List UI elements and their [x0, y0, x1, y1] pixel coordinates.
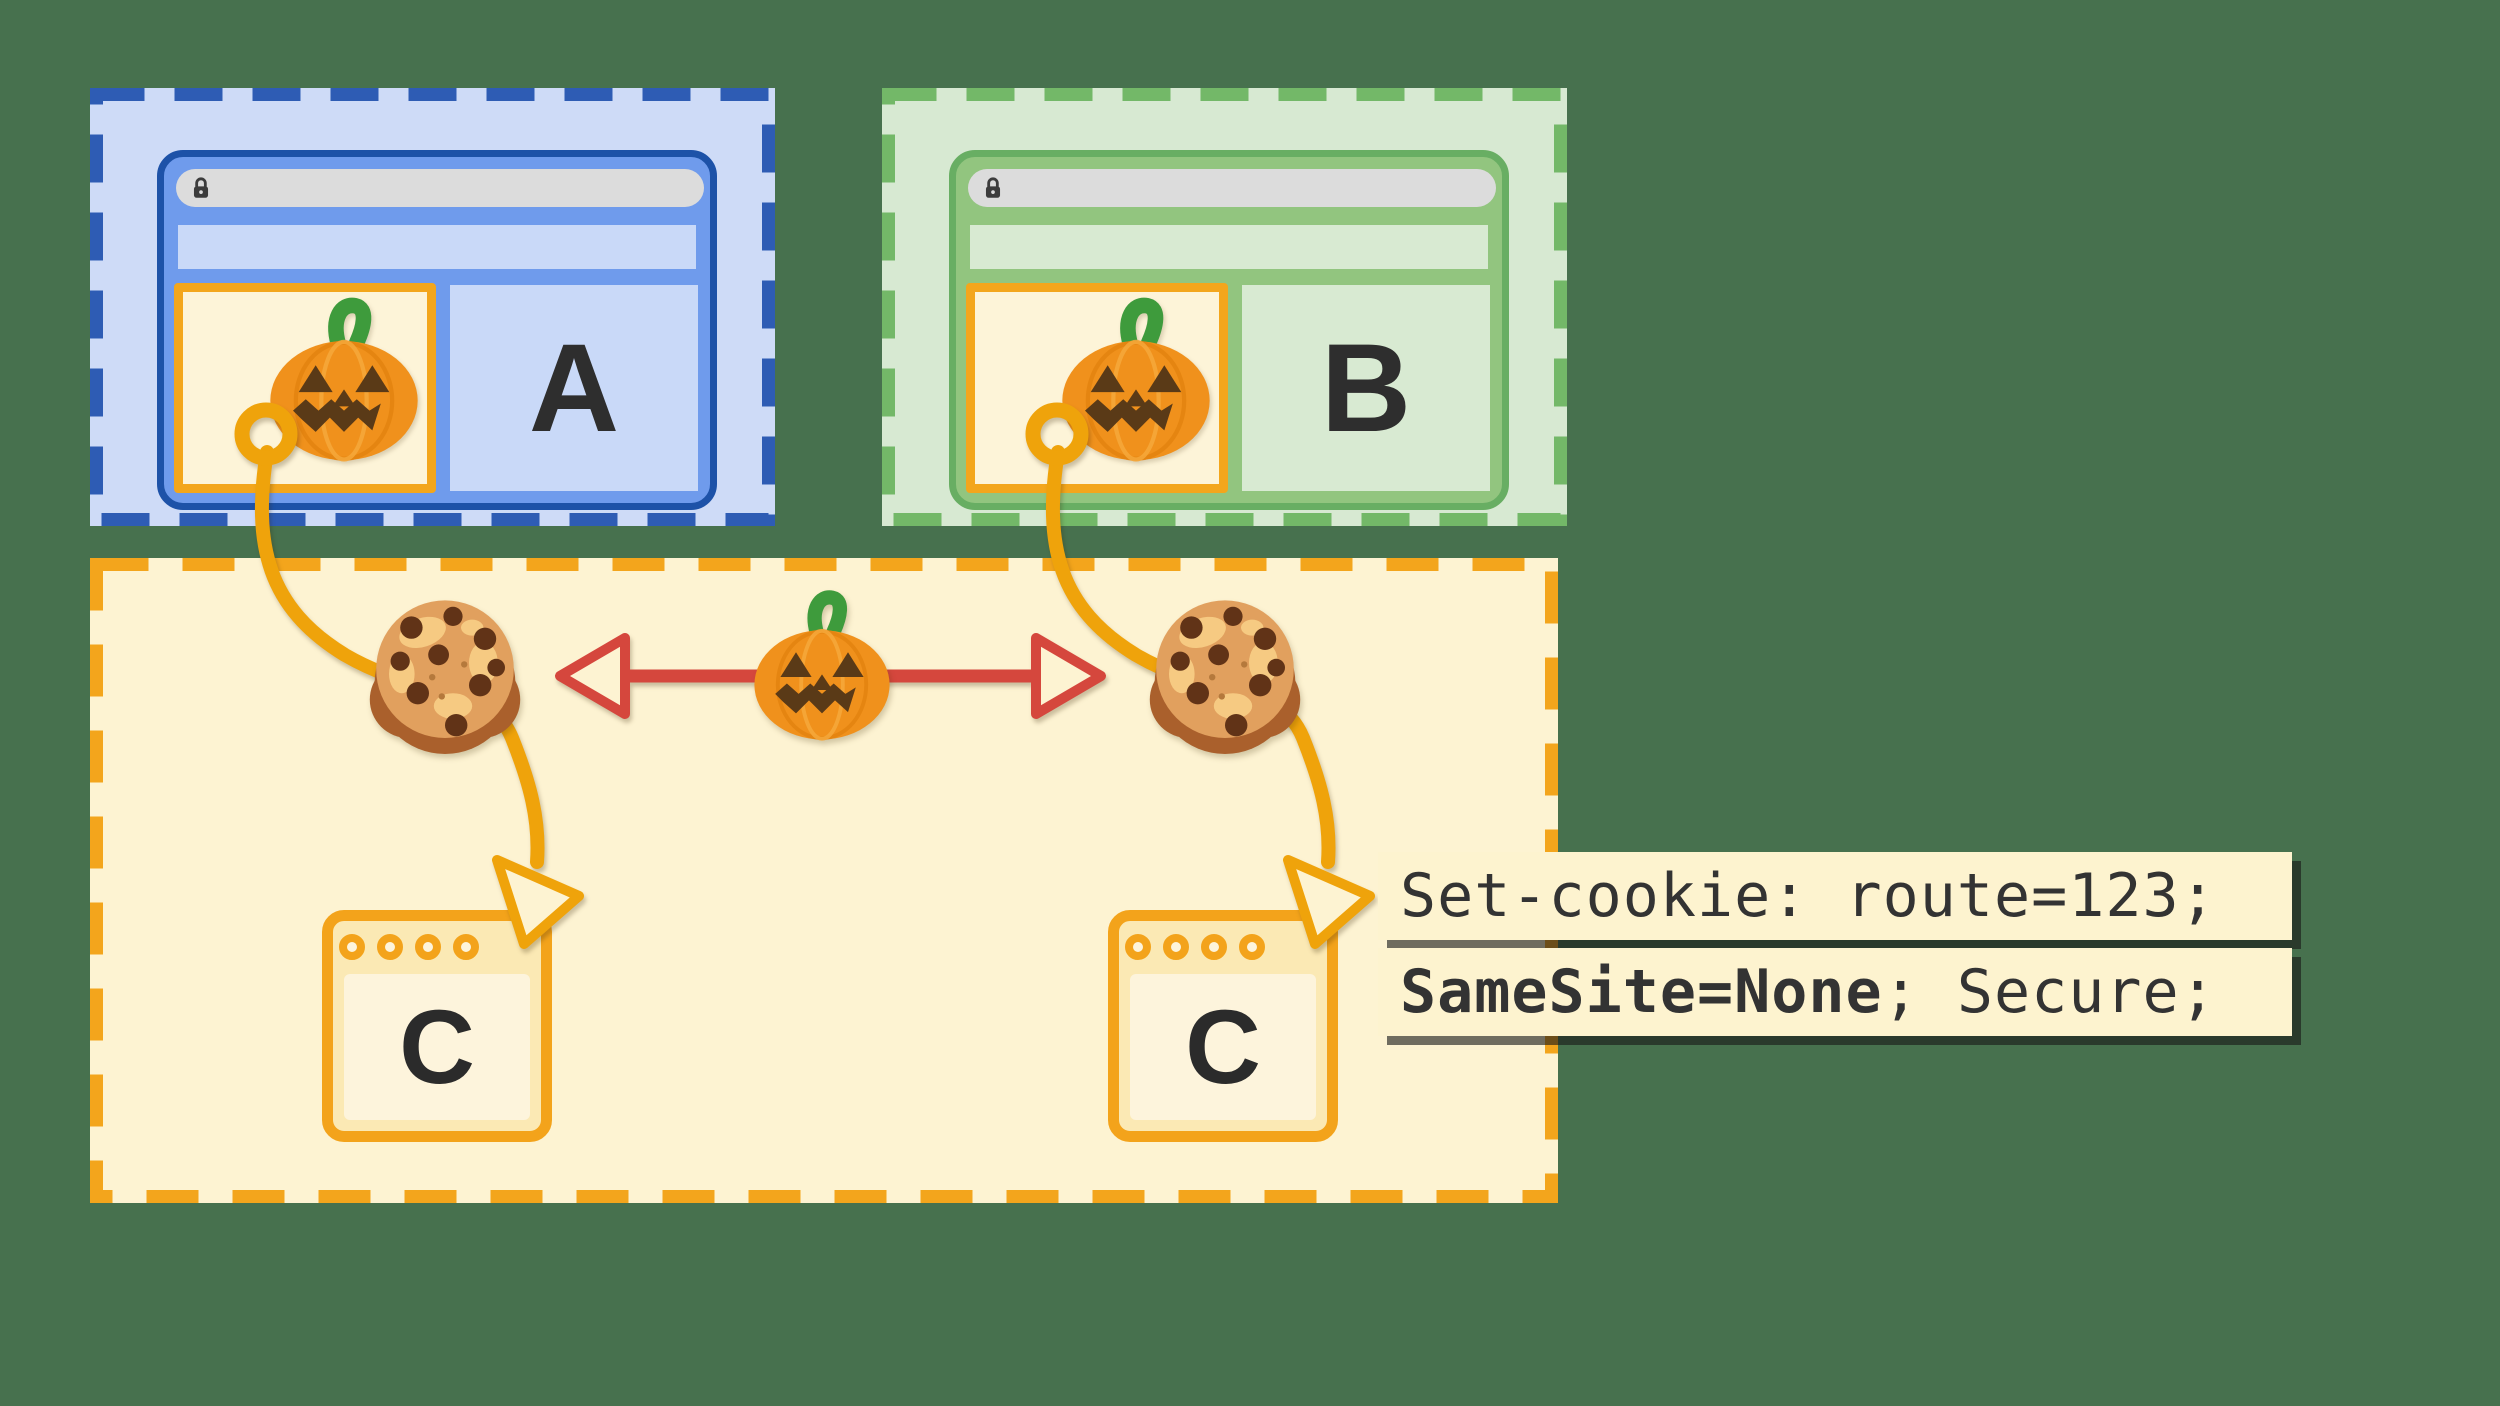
lock-icon [188, 175, 214, 201]
window-dot-icon [1239, 934, 1265, 960]
cookie-icon [365, 594, 525, 754]
code-samesite-none: SameSite=None [1400, 957, 1883, 1027]
site-b-label: B [1320, 318, 1412, 458]
third-party-iframe-b [966, 283, 1228, 493]
site-a-label: A [528, 318, 620, 458]
page-content-band [970, 225, 1488, 269]
site-c-window-right: C [1108, 910, 1338, 1142]
code-line1-text: Set-cookie: route=123; [1400, 861, 2217, 931]
window-dot-icon [415, 934, 441, 960]
window-dot-icon [453, 934, 479, 960]
pumpkin-icon [259, 293, 429, 463]
browser-window-a: A [157, 150, 717, 510]
site-a-panel: A [450, 285, 698, 491]
window-dot-icon [339, 934, 365, 960]
address-bar[interactable] [176, 169, 704, 207]
set-cookie-header-line2: SameSite=None; Secure; [1378, 948, 2292, 1036]
code-secure: ; Secure; [1882, 957, 2217, 1027]
cookie-icon [1145, 594, 1305, 754]
window-dot-icon [1125, 934, 1151, 960]
site-c-panel: C [344, 974, 530, 1120]
pumpkin-icon [1051, 293, 1221, 463]
browser-window-b: B [949, 150, 1509, 510]
site-b-panel: B [1242, 285, 1490, 491]
window-dot-icon [1163, 934, 1189, 960]
pumpkin-icon [744, 586, 900, 742]
page-content-band [178, 225, 696, 269]
site-c-window-left: C [322, 910, 552, 1142]
site-c-panel: C [1130, 974, 1316, 1120]
third-party-iframe-a [174, 283, 436, 493]
lock-icon [980, 175, 1006, 201]
window-dot-icon [1201, 934, 1227, 960]
site-c-label-right: C [1185, 988, 1261, 1106]
window-dot-icon [377, 934, 403, 960]
address-bar[interactable] [968, 169, 1496, 207]
site-c-label-left: C [399, 988, 475, 1106]
set-cookie-header-line1: Set-cookie: route=123; [1378, 852, 2292, 940]
